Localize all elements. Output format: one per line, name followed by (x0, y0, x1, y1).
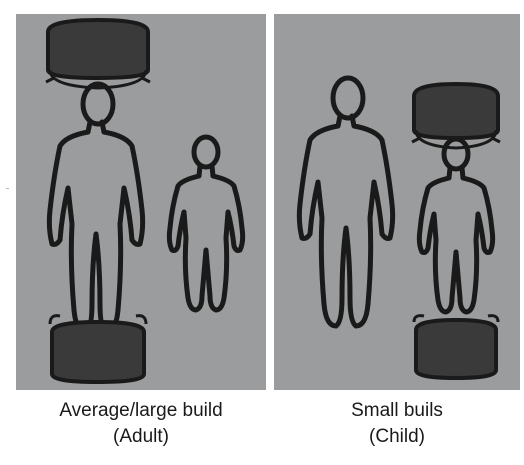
caption-child-line2: (Child) (274, 424, 520, 450)
edge-mark (6, 188, 9, 189)
adult-figure-icon (49, 84, 142, 332)
scanner-base-icon (414, 316, 498, 378)
caption-adult-line2: (Adult) (16, 424, 266, 450)
scanner-base-icon (50, 316, 146, 382)
caption-adult-line1: Average/large build (16, 398, 266, 424)
adult-figure-icon (299, 78, 392, 326)
adult-scan-illustration (16, 14, 266, 390)
panel-child-scan (274, 14, 520, 390)
caption-child-line1: Small buils (274, 398, 520, 424)
caption-child: Small buils (Child) (274, 398, 520, 450)
scanner-top-icon (46, 20, 150, 88)
child-scan-illustration (274, 14, 520, 390)
panel-adult-scan (16, 14, 266, 390)
caption-adult: Average/large build (Adult) (16, 398, 266, 450)
child-figure-icon (169, 137, 242, 310)
child-figure-icon (419, 139, 492, 312)
